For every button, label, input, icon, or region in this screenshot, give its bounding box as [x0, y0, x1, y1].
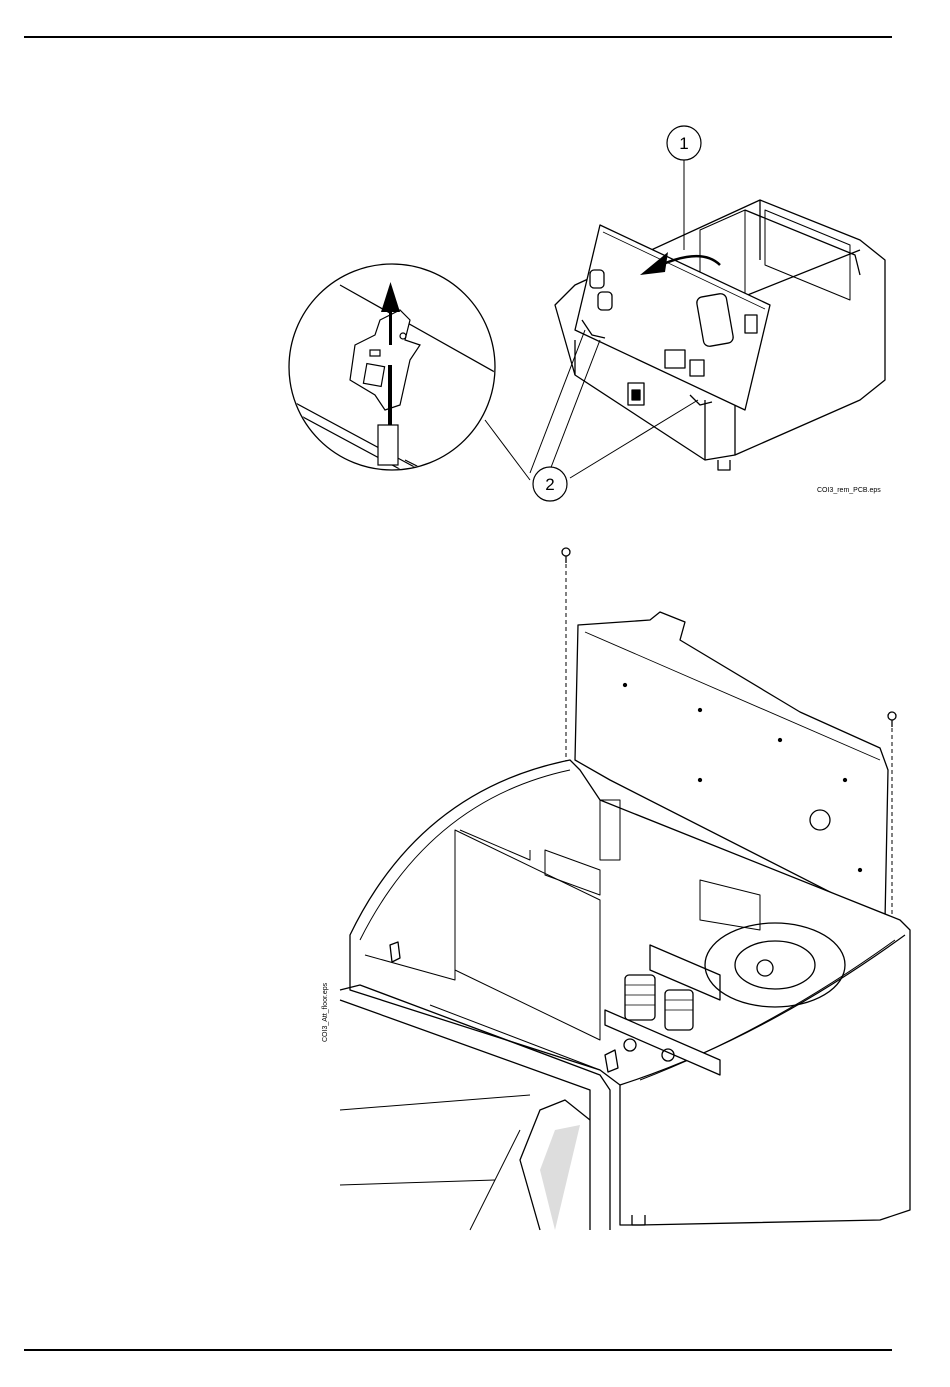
figure-remove-pcb: 1 2 — [0, 110, 950, 510]
footer-rule — [24, 1349, 892, 1351]
header-rule — [24, 36, 892, 38]
regulator-left — [625, 975, 655, 1020]
callout-1: 1 — [679, 134, 688, 153]
callout-2: 2 — [545, 475, 554, 494]
pcb-board — [575, 225, 770, 410]
figure-2-file-label: COI3_Att_floor.eps — [322, 983, 329, 1042]
screw-left — [562, 548, 570, 563]
regulator-right — [665, 990, 693, 1030]
screw-right — [888, 712, 896, 727]
detail-zoom-circle — [289, 264, 500, 480]
figure-1-file-label: COI3_rem_PCB.eps — [817, 487, 881, 494]
figure-attach-floor — [0, 540, 950, 1240]
